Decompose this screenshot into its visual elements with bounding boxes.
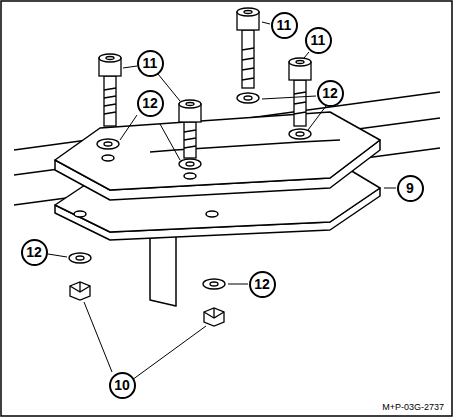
callout-number: 11 <box>305 27 332 54</box>
callout-number: 12 <box>21 239 48 266</box>
callout-number: 9 <box>397 175 424 202</box>
bolts <box>99 8 311 158</box>
callout-number: 12 <box>249 271 276 298</box>
callout-number: 11 <box>271 12 298 39</box>
callout-number: 12 <box>317 80 344 107</box>
drawing-code: M+P-03G-2737 <box>381 402 445 412</box>
callout-number: 10 <box>109 372 136 399</box>
callout-number: 11 <box>137 50 164 77</box>
nuts <box>70 282 224 326</box>
callout-number: 12 <box>137 90 164 117</box>
leader-lines <box>48 22 396 380</box>
